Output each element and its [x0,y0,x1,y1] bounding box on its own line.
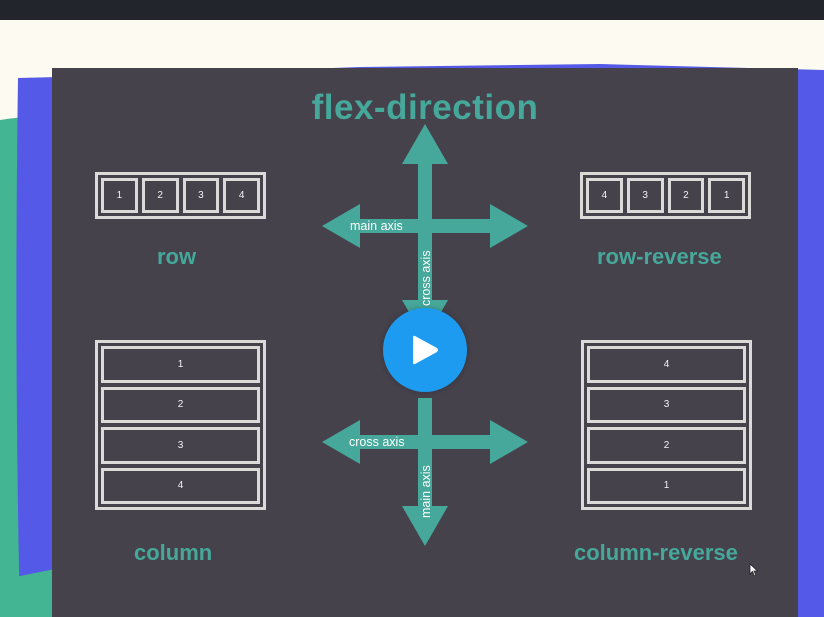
row-reverse-item: 1 [708,178,745,213]
play-button[interactable] [383,308,467,392]
row-reverse-diagram: 4 3 2 1 [580,172,751,219]
column-reverse-item: 3 [587,386,746,423]
play-icon [413,335,438,365]
top-horizontal-axis-label: main axis [350,219,403,233]
axes-diagram: main axis cross axis cross axis main axi… [322,124,528,546]
slide-title: flex-direction [311,88,539,127]
row-reverse-item: 2 [667,178,705,213]
column-item: 4 [101,467,260,504]
bottom-vertical-axis-label: main axis [419,465,433,518]
row-reverse-item: 3 [626,178,664,213]
row-reverse-label: row-reverse [597,244,722,269]
row-item: 4 [223,178,260,213]
column-reverse-item: 2 [587,427,746,464]
column-item: 3 [101,427,260,464]
column-reverse-diagram: 4 3 2 1 [581,340,752,510]
row-label: row [157,244,197,269]
column-item: 2 [101,386,260,423]
top-vertical-axis-label: cross axis [419,250,433,306]
decor-green-bottom [0,568,60,617]
bottom-vertical-arrow [402,398,448,546]
column-item: 1 [101,346,260,383]
column-reverse-label: column-reverse [574,540,738,565]
slide: flex-direction 1 2 3 4 row 4 3 2 1 row-r… [52,68,798,617]
column-reverse-item: 1 [587,467,746,504]
row-item: 3 [182,178,220,213]
column-reverse-item: 4 [587,346,746,383]
video-stage[interactable]: flex-direction 1 2 3 4 row 4 3 2 1 row-r… [0,20,824,617]
bottom-horizontal-axis-label: cross axis [349,435,405,449]
top-horizontal-arrow [322,204,528,248]
row-reverse-item: 4 [586,178,623,213]
bottom-horizontal-arrow [322,420,528,464]
row-item: 1 [101,178,138,213]
top-bar [0,0,824,20]
row-item: 2 [141,178,179,213]
mouse-cursor-icon [749,563,759,577]
column-label: column [134,540,213,565]
column-diagram: 1 2 3 4 [95,340,266,510]
row-diagram: 1 2 3 4 [95,172,266,219]
